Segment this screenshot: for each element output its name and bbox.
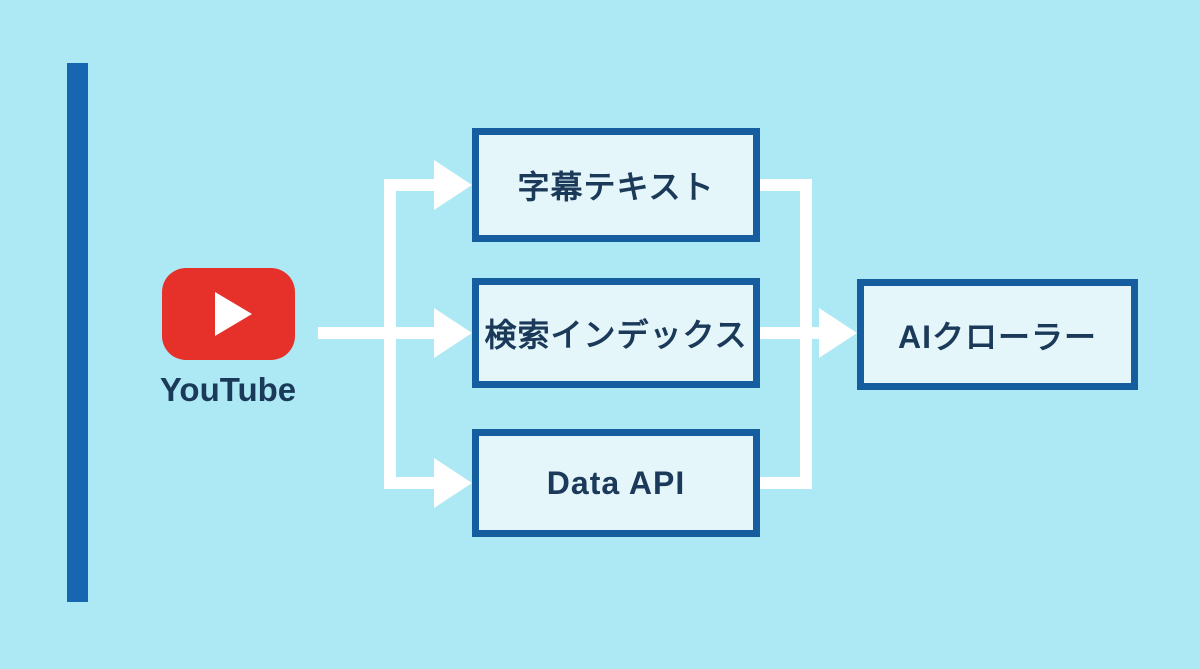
node-search-index-label: 検索インデックス xyxy=(484,317,748,353)
connector-to-ai-crawler xyxy=(760,327,822,339)
node-data-api-label: Data API xyxy=(546,464,686,501)
connector-bottom-branch xyxy=(390,477,438,489)
node-data-api: Data API xyxy=(472,429,760,537)
left-accent-bar xyxy=(67,63,88,602)
connector-top-branch xyxy=(390,179,438,191)
arrowhead-search-index xyxy=(434,308,472,358)
youtube-logo-icon xyxy=(162,268,295,360)
connector-subtitle-out xyxy=(760,179,812,191)
arrowhead-subtitle-text xyxy=(434,160,472,210)
node-ai-crawler-label: AIクローラー xyxy=(897,318,1097,355)
node-search-index: 検索インデックス xyxy=(472,278,760,388)
arrowhead-ai-crawler xyxy=(819,308,857,358)
arrowhead-data-api xyxy=(434,458,472,508)
node-ai-crawler: AIクローラー xyxy=(857,279,1138,390)
connector-branch-left xyxy=(384,179,396,489)
node-subtitle-text-label: 字幕テキスト xyxy=(517,169,715,205)
youtube-label: YouTube xyxy=(159,371,297,408)
play-icon xyxy=(215,292,252,336)
node-subtitle-text: 字幕テキスト xyxy=(472,128,760,242)
connector-main xyxy=(318,327,438,339)
connector-data-api-out xyxy=(760,477,812,489)
